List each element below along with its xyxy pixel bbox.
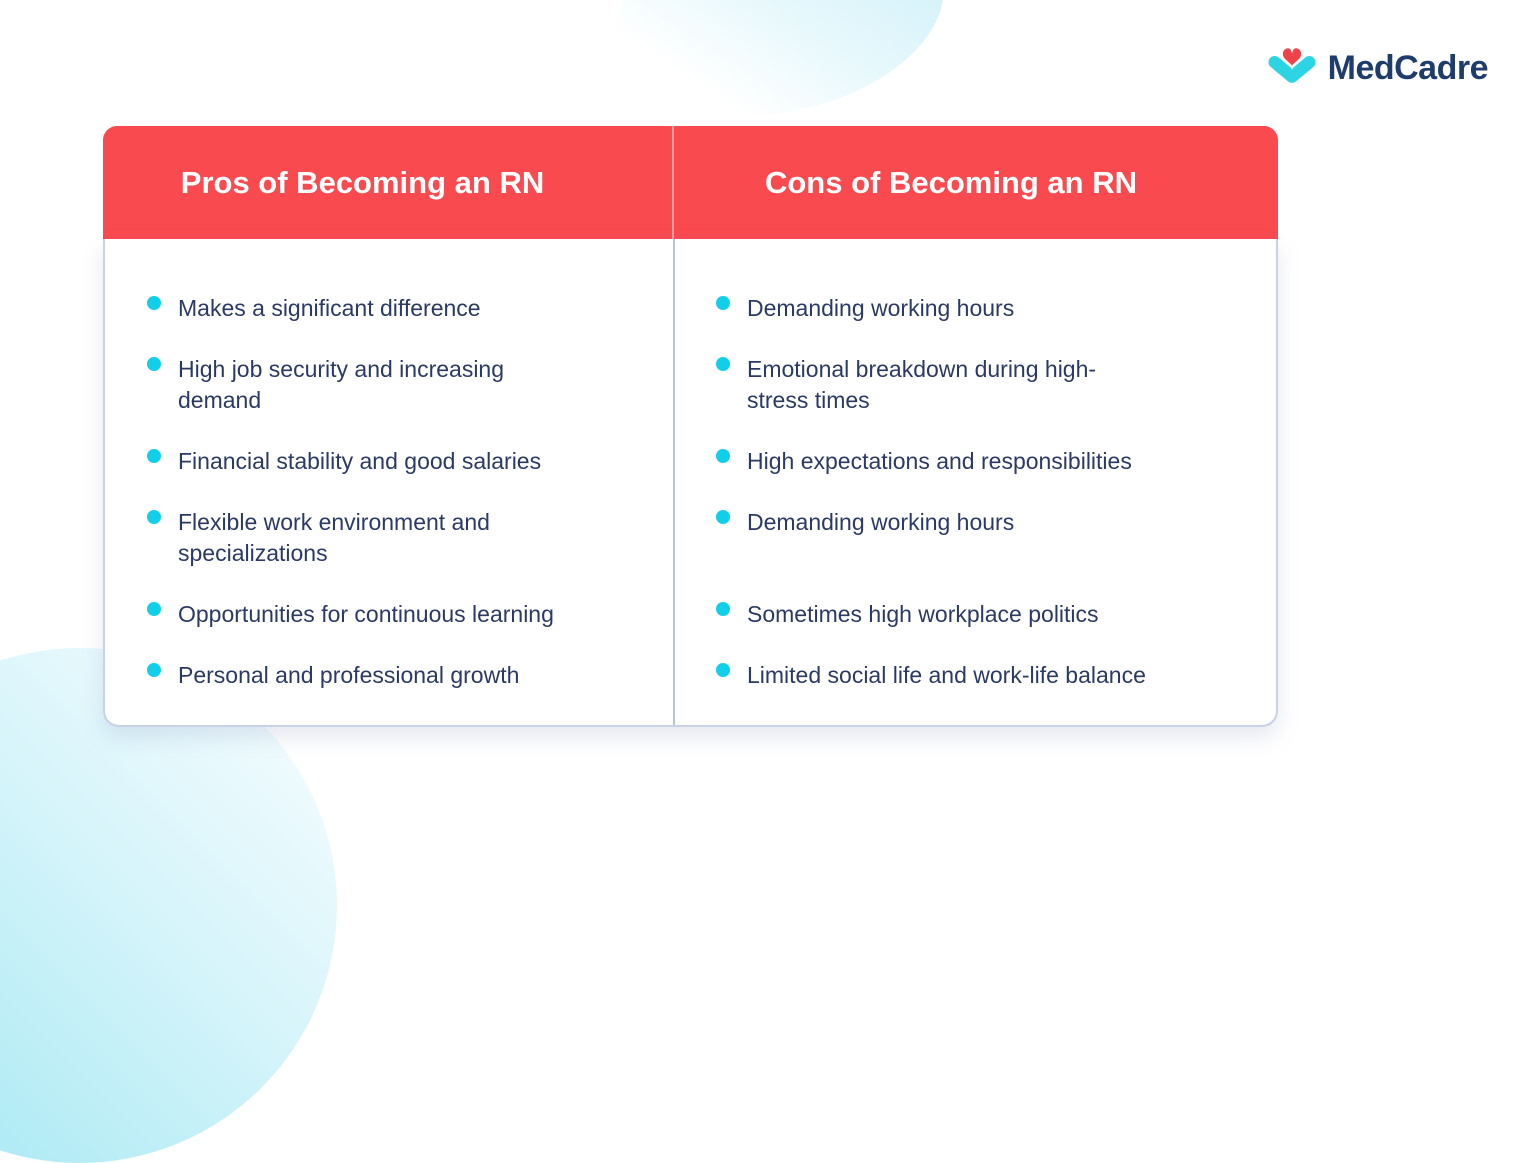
bullet-icon xyxy=(716,296,730,310)
cons-item-label: Demanding working hours xyxy=(747,295,1015,321)
cons-item: Demanding working hours xyxy=(675,507,1276,569)
pros-item: Makes a significant difference xyxy=(105,293,675,324)
cons-item-label: Emotional breakdown during high- stress … xyxy=(747,356,1097,413)
pros-item-label: Opportunities for continuous learning xyxy=(178,601,554,627)
cons-item-label: Demanding working hours xyxy=(747,509,1015,535)
table-row: Personal and professional growth Limited… xyxy=(105,660,1276,691)
pros-item-label: Makes a significant difference xyxy=(178,295,481,321)
bullet-icon xyxy=(147,602,161,616)
bullet-icon xyxy=(147,296,161,310)
pros-item: Opportunities for continuous learning xyxy=(105,599,675,630)
cons-item: Limited social life and work-life balanc… xyxy=(675,660,1276,691)
table-row: Opportunities for continuous learning So… xyxy=(105,599,1276,630)
cons-item: Sometimes high workplace politics xyxy=(675,599,1276,630)
bullet-icon xyxy=(147,510,161,524)
bullet-icon xyxy=(147,663,161,677)
body-column-divider xyxy=(673,239,675,725)
pros-item-label: Financial stability and good salaries xyxy=(178,448,542,474)
bullet-icon xyxy=(716,449,730,463)
table-row: Flexible work environment and specializa… xyxy=(105,507,1276,569)
header-column-divider xyxy=(672,126,674,239)
table-row: Financial stability and good salaries Hi… xyxy=(105,446,1276,477)
cons-item-label: High expectations and responsibilities xyxy=(747,448,1132,474)
pros-item-label: High job security and increasing demand xyxy=(178,356,505,413)
bullet-icon xyxy=(716,602,730,616)
bullet-icon xyxy=(147,449,161,463)
pros-item: Personal and professional growth xyxy=(105,660,675,691)
cons-item: Demanding working hours xyxy=(675,293,1276,324)
background-blob-top xyxy=(594,0,964,145)
pros-item-label: Personal and professional growth xyxy=(178,662,520,688)
brand-logo: MedCadre xyxy=(1267,44,1489,92)
pros-cons-table: Pros of Becoming an RN Cons of Becoming … xyxy=(103,126,1278,727)
cons-item: Emotional breakdown during high- stress … xyxy=(675,354,1276,416)
table-row: Makes a significant difference Demanding… xyxy=(105,293,1276,324)
pros-column-title: Pros of Becoming an RN xyxy=(180,164,545,200)
brand-name: MedCadre xyxy=(1327,48,1489,87)
table-body: Makes a significant difference Demanding… xyxy=(103,239,1278,727)
cons-item-label: Sometimes high workplace politics xyxy=(747,601,1099,627)
bullet-icon xyxy=(716,357,730,371)
pros-item: Financial stability and good salaries xyxy=(105,446,675,477)
table-header: Pros of Becoming an RN Cons of Becoming … xyxy=(103,126,1278,239)
cons-item-label: Limited social life and work-life balanc… xyxy=(747,662,1146,688)
bullet-icon xyxy=(716,510,730,524)
cons-item: High expectations and responsibilities xyxy=(675,446,1276,477)
heart-check-icon xyxy=(1268,45,1316,83)
pros-item: Flexible work environment and specializa… xyxy=(105,507,675,569)
bullet-icon xyxy=(716,663,730,677)
table-row: High job security and increasing demand … xyxy=(105,354,1276,416)
pros-item: High job security and increasing demand xyxy=(105,354,675,416)
pros-item-label: Flexible work environment and specializa… xyxy=(178,509,490,566)
cons-column-title: Cons of Becoming an RN xyxy=(764,164,1137,200)
bullet-icon xyxy=(147,357,161,371)
